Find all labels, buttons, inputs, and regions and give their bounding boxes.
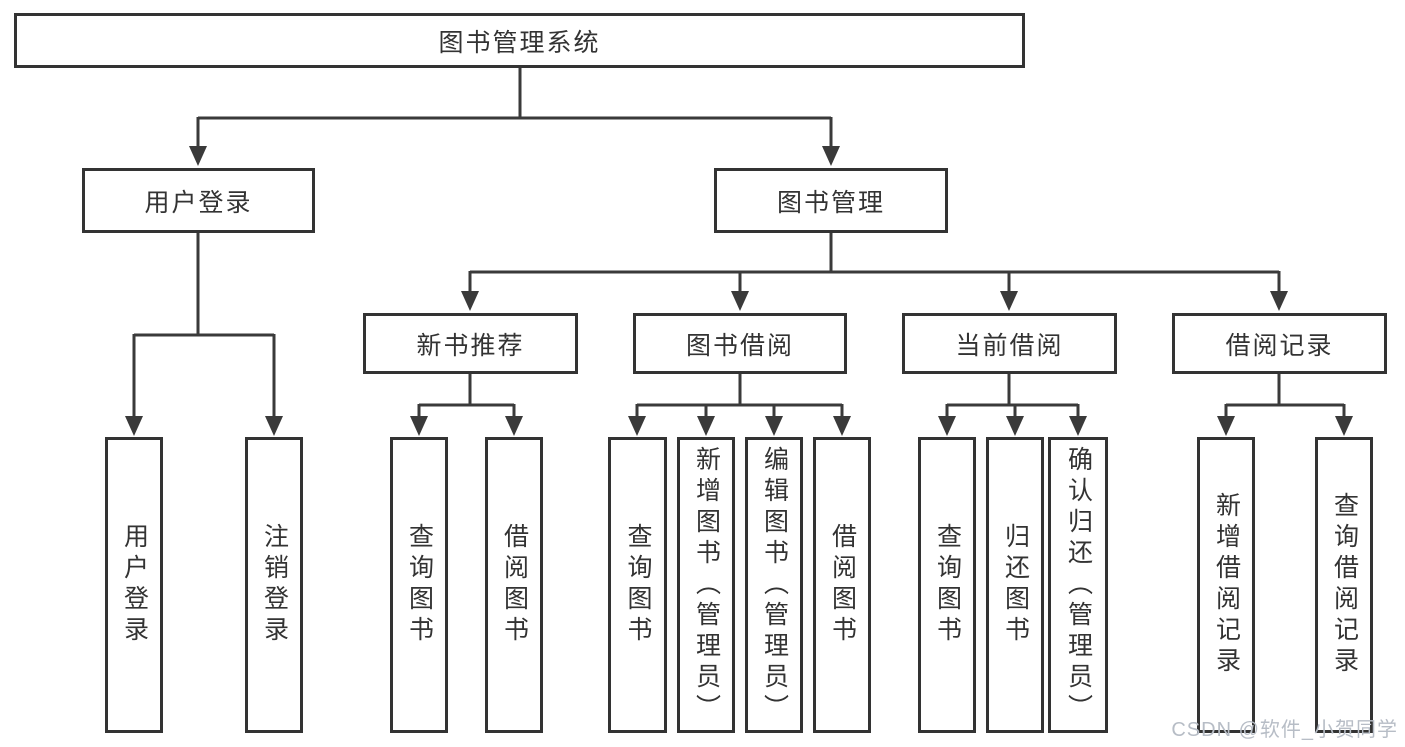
leaf-label: 查询图书 bbox=[405, 523, 434, 647]
leaf-label: 用户登录 bbox=[120, 523, 149, 647]
node-label: 用户登录 bbox=[144, 188, 253, 217]
leaf-return-book: 归还图书 bbox=[986, 437, 1044, 733]
leaf-label: 借阅图书 bbox=[828, 523, 857, 647]
leaf-query-books-borrow: 查询图书 bbox=[608, 437, 667, 733]
node-book-borrowing: 图书借阅 bbox=[633, 313, 847, 374]
leaf-label: 借阅图书 bbox=[500, 523, 529, 647]
leaf-query-borrow-record: 查询借阅记录 bbox=[1315, 437, 1373, 733]
node-label: 图书管理 bbox=[776, 188, 885, 217]
node-library-management-system: 图书管理系统 bbox=[14, 13, 1025, 68]
leaf-label: 编辑图书（管理员） bbox=[760, 445, 789, 725]
leaf-label: 新增借阅记录 bbox=[1212, 492, 1241, 678]
leaf-borrow-books-recommend: 借阅图书 bbox=[485, 437, 543, 733]
leaf-add-borrow-record: 新增借阅记录 bbox=[1197, 437, 1255, 733]
leaf-confirm-return-admin: 确认归还（管理员） bbox=[1048, 437, 1108, 733]
leaf-edit-book-admin: 编辑图书（管理员） bbox=[745, 437, 803, 733]
leaf-query-books-current: 查询图书 bbox=[918, 437, 976, 733]
leaf-logout: 注销登录 bbox=[245, 437, 303, 733]
node-new-book-recommendation: 新书推荐 bbox=[363, 313, 578, 374]
leaf-label: 归还图书 bbox=[1001, 523, 1030, 647]
csdn-watermark: CSDN @软件_小贺同学 bbox=[1171, 719, 1398, 741]
leaf-label: 新增图书（管理员） bbox=[692, 445, 721, 725]
node-book-management: 图书管理 bbox=[714, 168, 948, 233]
leaf-query-books-recommend: 查询图书 bbox=[390, 437, 448, 733]
leaf-label: 注销登录 bbox=[260, 523, 289, 647]
leaf-label: 确认归还（管理员） bbox=[1064, 445, 1093, 725]
node-label: 新书推荐 bbox=[416, 331, 525, 360]
leaf-label: 查询图书 bbox=[624, 523, 652, 647]
leaf-label: 查询借阅记录 bbox=[1330, 492, 1359, 678]
node-label: 图书管理系统 bbox=[438, 28, 601, 57]
leaf-user-login: 用户登录 bbox=[105, 437, 163, 733]
leaf-label: 查询图书 bbox=[933, 523, 962, 647]
node-label: 借阅记录 bbox=[1225, 331, 1334, 360]
leaf-add-book-admin: 新增图书（管理员） bbox=[677, 437, 735, 733]
leaf-borrow-books: 借阅图书 bbox=[813, 437, 871, 733]
arrowheads bbox=[125, 146, 1353, 436]
node-label: 图书借阅 bbox=[685, 331, 794, 360]
node-label: 当前借阅 bbox=[955, 331, 1064, 360]
node-borrowing-records: 借阅记录 bbox=[1172, 313, 1387, 374]
node-current-borrowing: 当前借阅 bbox=[902, 313, 1117, 374]
node-user-login: 用户登录 bbox=[82, 168, 315, 233]
